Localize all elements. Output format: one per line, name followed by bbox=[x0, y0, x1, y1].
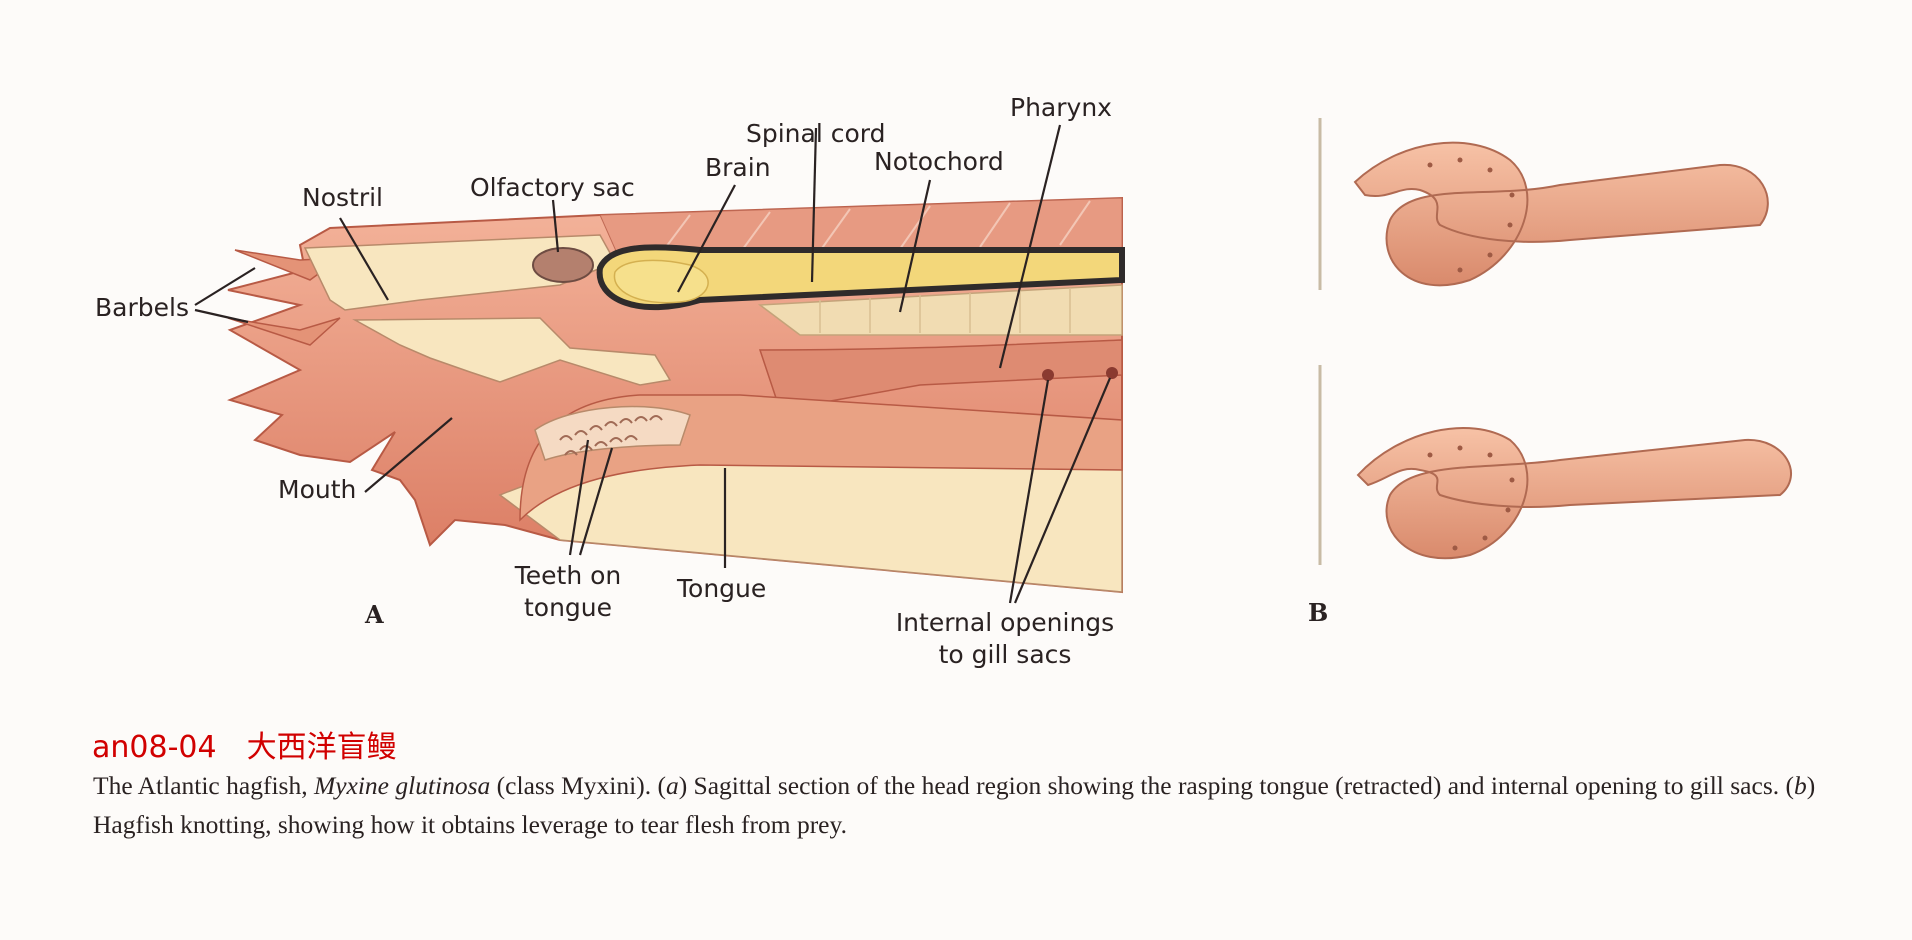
knot-lower bbox=[1356, 427, 1792, 560]
label-spinal-cord: Spinal cord bbox=[746, 119, 886, 148]
gill-opening-2 bbox=[1106, 367, 1118, 379]
caption-part-2: (class Myxini). ( bbox=[490, 771, 666, 800]
knot-upper bbox=[1353, 141, 1769, 287]
caption-a: a bbox=[665, 771, 679, 800]
panel-letter-b: B bbox=[1308, 598, 1329, 627]
label-pharynx: Pharynx bbox=[1010, 93, 1112, 122]
notochord-striations bbox=[819, 288, 1071, 333]
label-olfactory-sac: Olfactory sac bbox=[470, 173, 635, 202]
leader-lines bbox=[194, 124, 1112, 604]
label-gill-line2: to gill sacs bbox=[938, 640, 1072, 669]
caption-part-4: ) Hagfish knotting, showing how it obtai… bbox=[93, 771, 1816, 839]
gill-opening-1 bbox=[1042, 369, 1054, 381]
panel-letter-a: A bbox=[365, 600, 384, 629]
head-section bbox=[227, 196, 1125, 594]
label-internal-openings: Internal openings to gill sacs bbox=[896, 607, 1114, 671]
knotting-panel bbox=[1318, 118, 1792, 565]
caption-text: The Atlantic hagfish, Myxine glutinosa (… bbox=[93, 766, 1853, 844]
notochord bbox=[757, 284, 1123, 336]
label-gill-line1: Internal openings bbox=[895, 608, 1115, 637]
label-brain: Brain bbox=[705, 153, 771, 182]
label-barbels: Barbels bbox=[95, 293, 189, 322]
caption-b: b bbox=[1794, 771, 1807, 800]
hagfish-illustration bbox=[194, 118, 1792, 604]
label-nostril: Nostril bbox=[302, 183, 383, 212]
caption-species: Myxine glutinosa bbox=[313, 771, 491, 800]
label-teeth-line1: Teeth on bbox=[514, 561, 622, 590]
hagfish-figure: Barbels Nostril Olfactory sac Brain Spin… bbox=[95, 93, 1792, 671]
label-tongue: Tongue bbox=[677, 574, 767, 603]
pharynx-wall bbox=[758, 339, 1123, 411]
label-mouth: Mouth bbox=[278, 475, 357, 504]
brain-capsule bbox=[596, 244, 1125, 311]
tongue-teeth bbox=[559, 415, 663, 456]
brain bbox=[613, 259, 709, 304]
label-teeth-on-tongue: Teeth on tongue bbox=[515, 560, 622, 624]
label-notochord: Notochord bbox=[874, 147, 1004, 176]
caption-part-1: The Atlantic hagfish, bbox=[93, 771, 314, 800]
label-teeth-line2: tongue bbox=[523, 593, 613, 622]
caption-id: an08-04 大西洋盲鳗 bbox=[92, 730, 397, 765]
mouth-chamber bbox=[352, 317, 672, 386]
muscle-striations bbox=[659, 200, 1091, 256]
caption-part-3: ) Sagittal section of the head region sh… bbox=[678, 771, 1794, 800]
worm-pores bbox=[1427, 157, 1515, 551]
olfactory-sac bbox=[532, 247, 594, 283]
